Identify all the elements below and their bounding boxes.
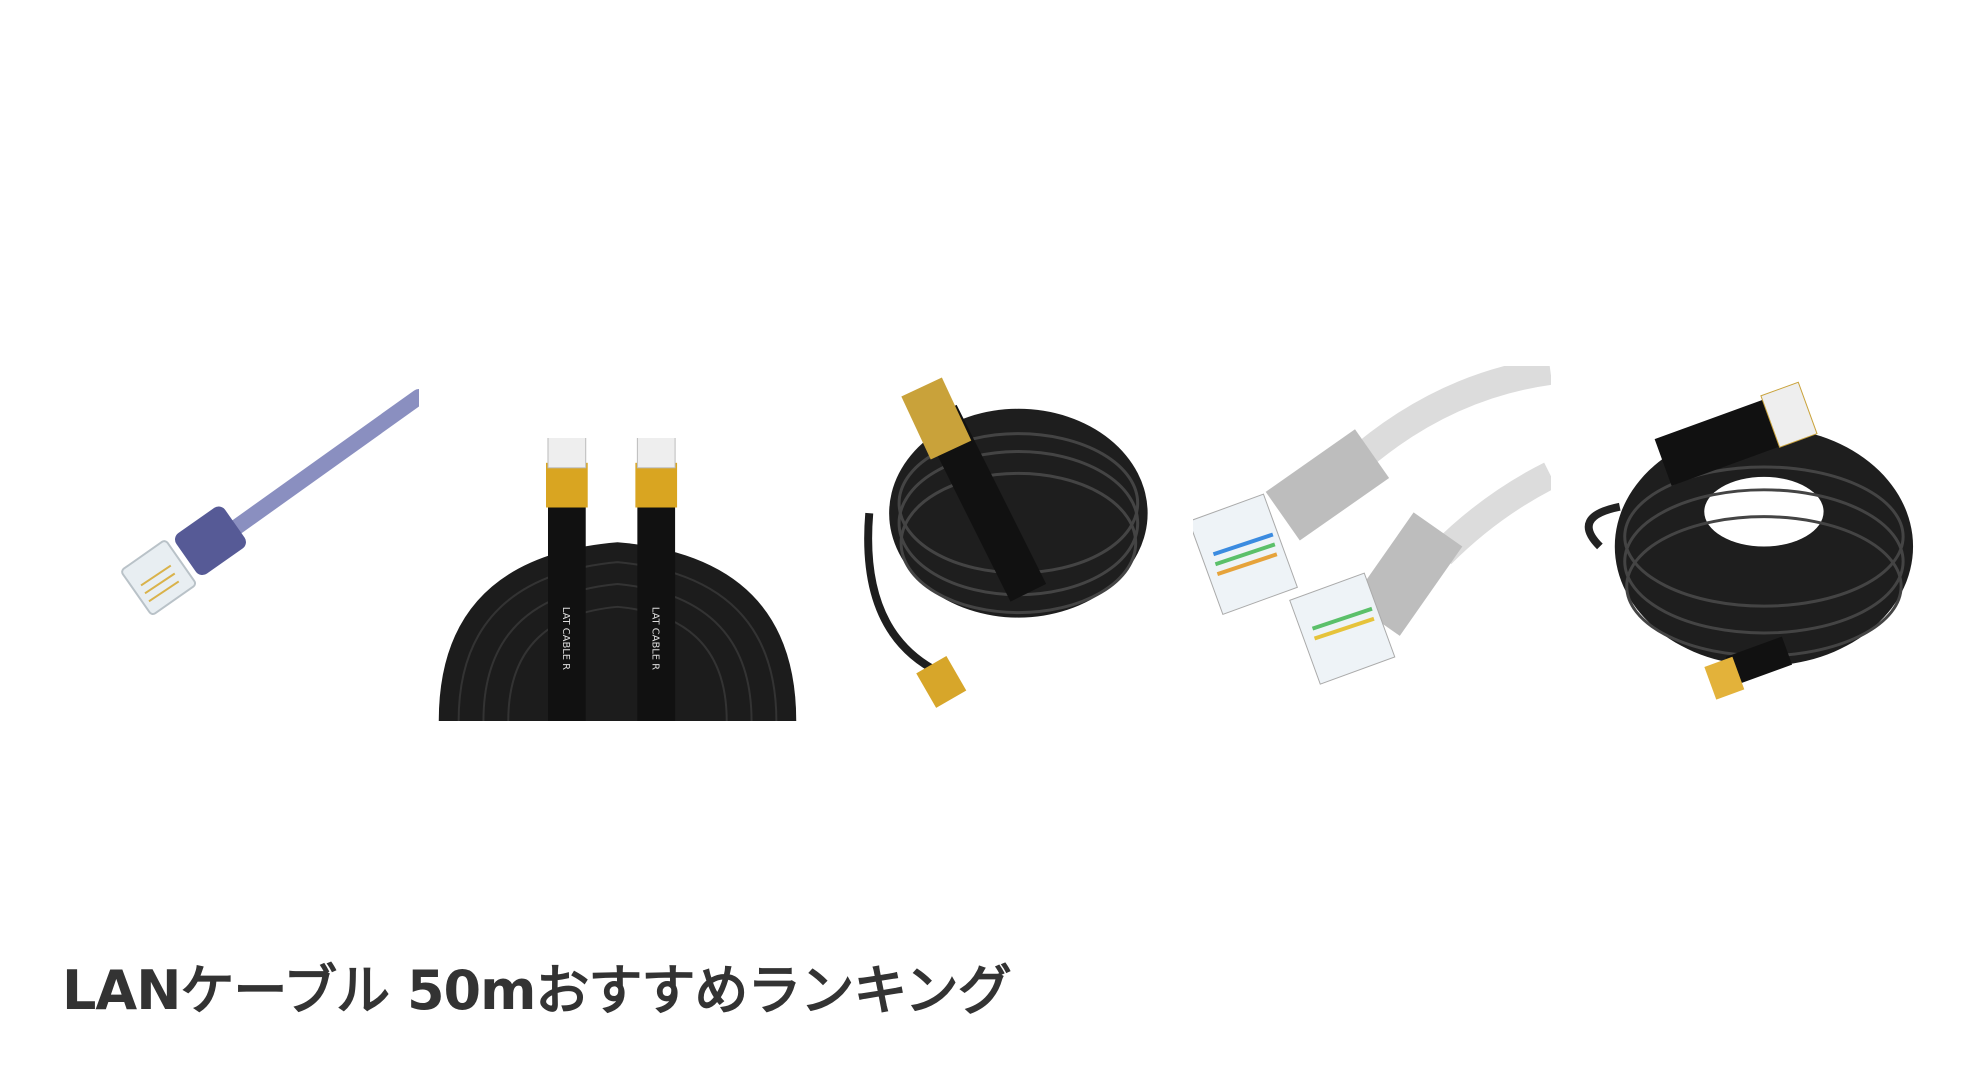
product-image-black-lan-cable-coil[interactable]	[1580, 377, 1923, 711]
gray-cable-illustration	[1193, 366, 1551, 685]
flat-cable-illustration: LAT CABLE R LAT CABLE R	[438, 438, 797, 721]
blue-cable-illustration	[121, 388, 419, 616]
product-image-gray-lan-cable[interactable]	[1193, 366, 1551, 698]
product-image-black-round-lan-cable[interactable]	[848, 374, 1149, 717]
coil-cable-illustration	[1584, 381, 1914, 700]
product-image-black-flat-lan-cable[interactable]: LAT CABLE R LAT CABLE R	[438, 438, 797, 721]
round-cable-illustration	[864, 377, 1148, 708]
product-image-blue-lan-cable[interactable]	[121, 387, 419, 635]
page-title: LANケーブル 50mおすすめランキング	[62, 959, 1012, 1022]
cable-print-left: LAT CABLE R	[560, 607, 571, 670]
cable-print-right: LAT CABLE R	[649, 607, 660, 670]
